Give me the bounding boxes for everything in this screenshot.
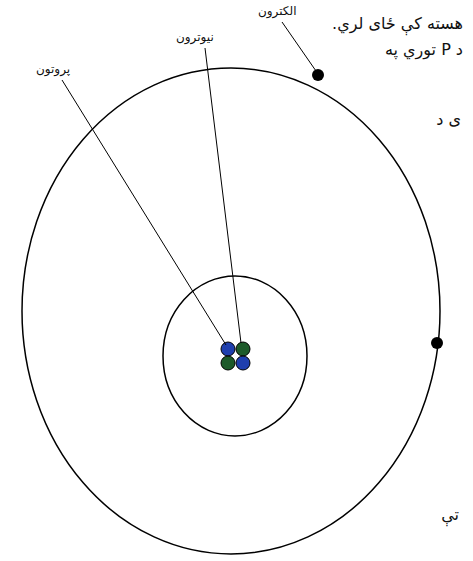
electron-dot [431, 337, 443, 349]
text-fragment: تې [441, 505, 459, 524]
leader-line [62, 80, 226, 345]
inner-orbit [163, 276, 307, 436]
proton-particle [221, 342, 235, 356]
text-fragment: د P توري په [385, 40, 463, 59]
neutron-particle [236, 342, 250, 356]
electron-dot [312, 69, 324, 81]
outer-orbit [22, 68, 440, 554]
part-label: پروتون [36, 62, 70, 76]
proton-particle [236, 356, 250, 370]
text-fragment: ی د [436, 110, 461, 129]
neutron-particle [221, 356, 235, 370]
part-label: الکترون [258, 4, 296, 18]
part-label: نیوترون [176, 30, 214, 44]
leader-line [282, 22, 316, 71]
leader-line [205, 48, 241, 343]
text-fragment: هسته کې ځای لري. [332, 14, 463, 33]
